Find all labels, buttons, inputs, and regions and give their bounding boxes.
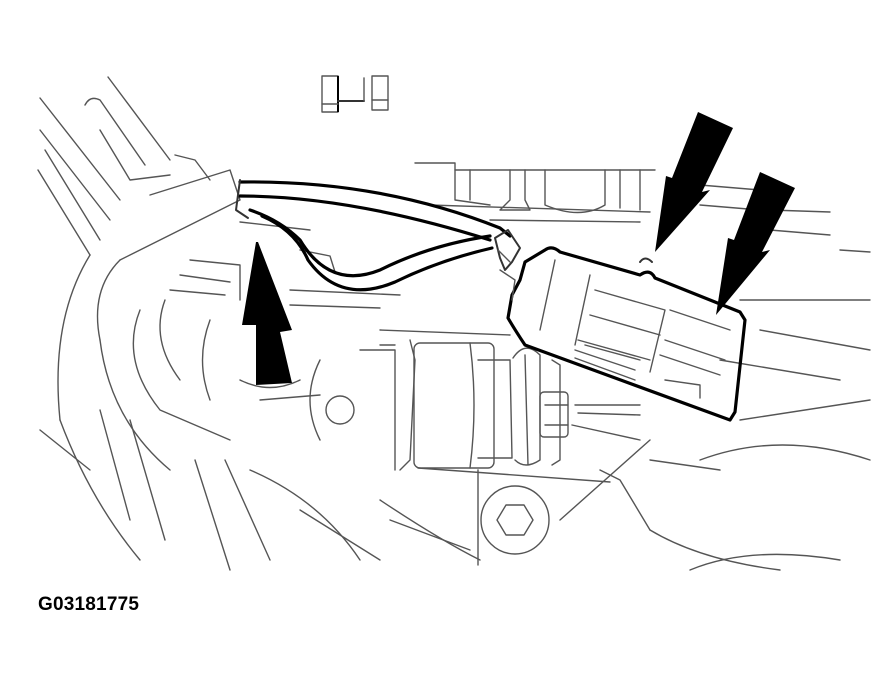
- wiring-harness: [235, 179, 512, 292]
- electrical-connector: [494, 229, 747, 422]
- arrow-down-center-icon: [655, 112, 733, 252]
- arrow-down-right-icon: [716, 172, 795, 315]
- arrow-up-left-icon: [242, 242, 292, 385]
- figure-id-caption: G03181775: [38, 594, 140, 615]
- engine-background-lines: [37, 76, 871, 571]
- connector-disconnect-symbol-icon: [321, 75, 389, 113]
